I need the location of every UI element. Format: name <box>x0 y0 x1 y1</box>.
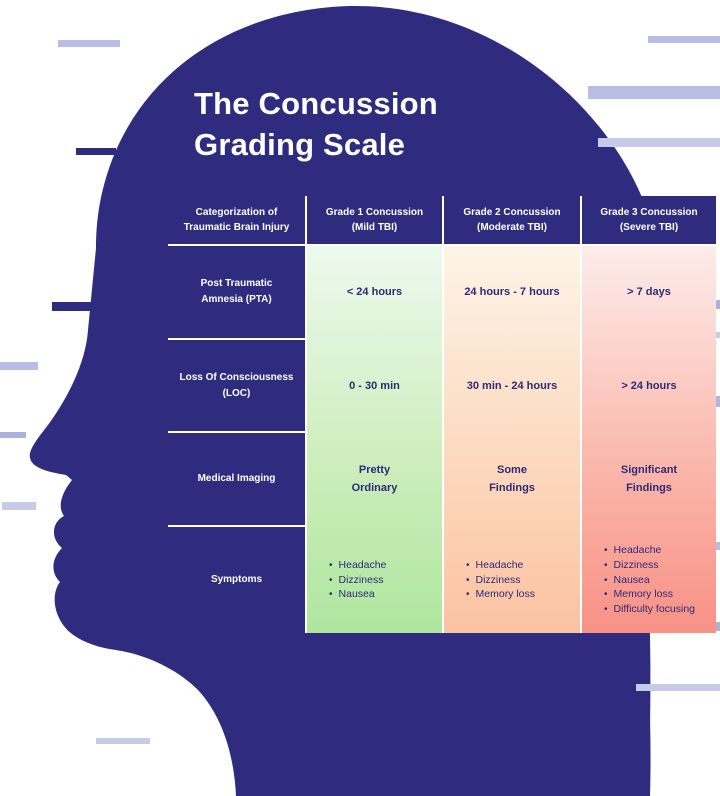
imaging-grade2-value: Some Findings <box>489 464 535 494</box>
symptoms-grade1-cell: • Headache • Dizziness • Nausea <box>307 527 442 633</box>
bullet-icon: • <box>466 559 470 571</box>
bullet-icon: • <box>466 589 470 601</box>
glitch-streak <box>76 148 116 155</box>
header-categorization: Categorization of Traumatic Brain Injury <box>168 196 305 244</box>
pta-grade1-value: < 24 hours <box>346 286 403 299</box>
loc-grade2-value: 30 min - 24 hours <box>466 379 558 392</box>
bullet-icon: • <box>329 574 333 586</box>
row-label-loc: Loss Of Consciousness (LOC) <box>168 340 305 433</box>
pta-grade2-value: 24 hours - 7 hours <box>464 286 560 299</box>
symptom-item: • Memory loss <box>466 587 535 602</box>
row-label-imaging: Medical Imaging <box>168 433 305 527</box>
row-label-pta: Post Traumatic Amnesia (PTA) <box>168 246 305 340</box>
bullet-icon: • <box>604 559 608 571</box>
imaging-grade3-value: Significant Findings <box>620 464 678 494</box>
page-title: The Concussion Grading Scale <box>194 86 438 162</box>
glitch-streak <box>96 738 150 744</box>
header-grade1: Grade 1 Concussion (Mild TBI) <box>307 196 442 244</box>
bullet-icon: • <box>604 574 608 586</box>
glitch-streak <box>0 432 26 438</box>
glitch-streak <box>588 86 720 99</box>
header-grade2: Grade 2 Concussion (Moderate TBI) <box>444 196 580 244</box>
symptom-item: • Dizziness <box>329 573 383 588</box>
symptom-item: • Nausea <box>604 573 650 588</box>
symptom-text: Memory loss <box>613 588 674 601</box>
table-body: Post Traumatic Amnesia (PTA) < 24 hours … <box>168 246 716 633</box>
symptom-item: • Headache <box>604 543 661 558</box>
symptom-text: Dizziness <box>613 558 659 571</box>
glitch-streak <box>598 138 720 147</box>
symptom-item: • Dizziness <box>604 558 658 573</box>
symptom-item: • Headache <box>329 558 386 573</box>
header-grade3: Grade 3 Concussion (Severe TBI) <box>582 196 716 244</box>
concussion-grading-table: Categorization of Traumatic Brain Injury… <box>168 196 716 633</box>
loc-grade3-value: > 24 hours <box>621 379 677 392</box>
bullet-icon: • <box>604 545 608 556</box>
glitch-streak <box>52 302 100 311</box>
symptoms-grade2-cell: • Headache • Dizziness • Memory loss <box>444 527 580 633</box>
bullet-icon: • <box>329 559 333 571</box>
symptom-text: Nausea <box>613 573 650 586</box>
imaging-grade1-value: Pretty Ordinary <box>351 464 398 494</box>
loc-grade1-value: 0 - 30 min <box>349 379 400 392</box>
symptom-item: • Difficulty focusing <box>604 602 695 617</box>
glitch-streak <box>636 684 720 691</box>
table-header-row: Categorization of Traumatic Brain Injury… <box>168 196 716 244</box>
glitch-streak <box>0 362 38 370</box>
symptom-text: Memory loss <box>475 588 536 601</box>
symptom-text: Headache <box>338 558 387 571</box>
symptom-text: Dizziness <box>338 573 384 586</box>
bullet-icon: • <box>466 574 470 586</box>
glitch-streak <box>2 502 36 510</box>
bullet-icon: • <box>604 589 608 601</box>
glitch-streak <box>648 36 720 43</box>
pta-grade3-value: > 7 days <box>627 286 671 299</box>
symptom-text: Dizziness <box>475 573 521 586</box>
symptom-text: Difficulty focusing <box>613 603 696 616</box>
symptom-text: Headache <box>613 544 662 556</box>
symptoms-grade3-cell: • Headache • Dizziness • Nausea • Memory los… <box>582 527 716 633</box>
bullet-icon: • <box>604 604 608 616</box>
bullet-icon: • <box>329 589 333 601</box>
row-label-symptoms: Symptoms <box>168 527 305 633</box>
symptom-item: • Headache <box>466 558 523 573</box>
symptom-text: Nausea <box>338 588 375 601</box>
glitch-streak <box>58 40 120 47</box>
symptom-item: • Nausea <box>329 587 375 602</box>
symptom-text: Headache <box>475 558 524 571</box>
symptom-item: • Dizziness <box>466 573 520 588</box>
symptom-item: • Memory loss <box>604 587 673 602</box>
